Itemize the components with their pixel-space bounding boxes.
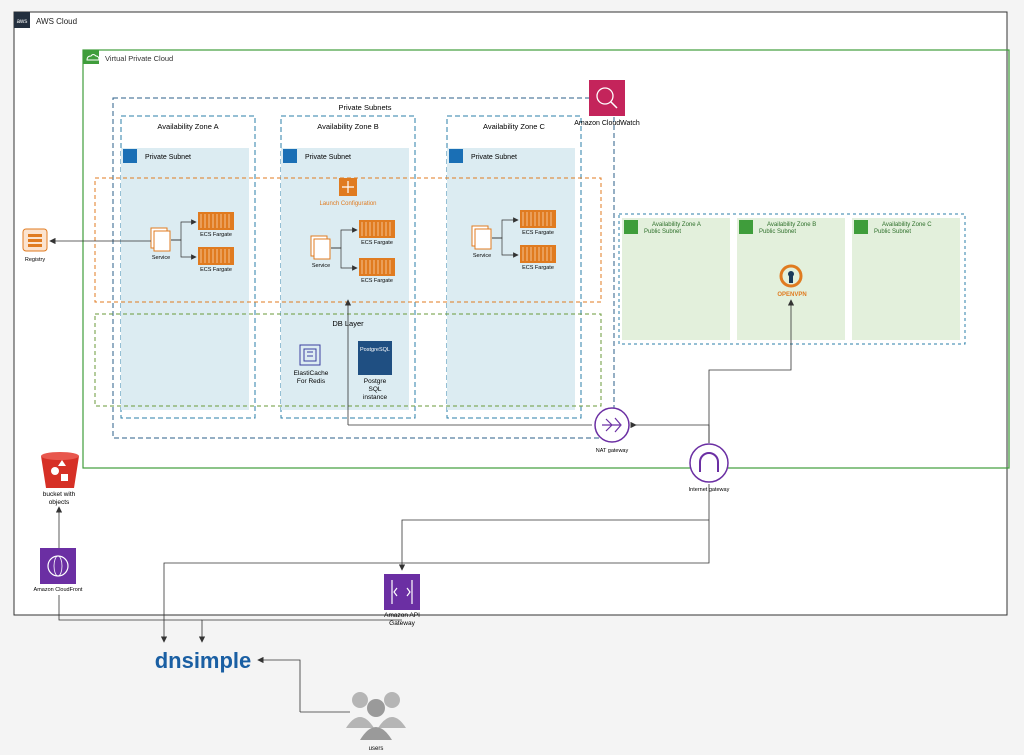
lock-icon: [739, 220, 753, 234]
cloudfront-node[interactable]: Amazon CloudFront: [34, 548, 83, 593]
public-subnet-label: Public Subnet: [644, 229, 681, 235]
dnsimple-logo[interactable]: dnsimple: [155, 648, 252, 673]
lock-icon: [854, 220, 868, 234]
cloudwatch-icon: [589, 80, 625, 116]
service-label: Service: [473, 253, 491, 259]
private-az-0: Availability Zone A Private Subnet: [120, 115, 256, 419]
cloudfront-label: Amazon CloudFront: [34, 587, 83, 593]
vpc-label: Virtual Private Cloud: [105, 54, 173, 63]
users-label: users: [369, 746, 384, 752]
private-subnets-label: Private Subnets: [339, 103, 392, 112]
ecs-label: ECS Fargate: [522, 230, 554, 236]
private-subnet-label: Private Subnet: [305, 154, 351, 161]
service-label: Service: [312, 263, 330, 269]
ecs-fargate-node[interactable]: ECS Fargate: [171, 239, 234, 273]
service-node-1[interactable]: Service: [310, 235, 331, 269]
aws-cloud-label: AWS Cloud: [36, 17, 77, 26]
ecs-label: ECS Fargate: [200, 267, 232, 273]
service-node-0[interactable]: Service: [150, 227, 171, 261]
s3-bucket-node[interactable]: [41, 452, 79, 488]
api-gateway-node[interactable]: [384, 574, 420, 610]
aws-logo: aws: [17, 19, 28, 25]
postgres-icon: [358, 341, 392, 375]
api-gateway-icon: [384, 574, 420, 610]
private-subnets-boundary: [112, 97, 615, 439]
ecs-fargate-node[interactable]: ECS Fargate: [492, 210, 556, 239]
public-subnet-label: Public Subnet: [874, 229, 911, 235]
public-az-title: Availability Zone C: [882, 222, 932, 228]
postgres-node[interactable]: PostgreSQL: [358, 341, 392, 375]
ecs-label: ECS Fargate: [361, 240, 393, 246]
lock-icon: [283, 149, 297, 163]
cloudwatch-node[interactable]: Amazon CloudWatch: [574, 80, 640, 127]
private-az-2: Availability Zone C Private Subnet: [446, 115, 582, 419]
private-subnet-label: Private Subnet: [471, 154, 517, 161]
registry-node[interactable]: Registry: [22, 228, 48, 263]
connectors: [55, 299, 795, 713]
lock-icon: [624, 220, 638, 234]
launch-config-label: Launch Configuration: [319, 201, 376, 207]
openvpn-label: OPENVPN: [777, 292, 806, 298]
az-title: Availability Zone B: [317, 122, 379, 131]
service-node-2[interactable]: Service: [471, 225, 492, 259]
elasticache-node[interactable]: [0, 0, 321, 366]
az-title: Availability Zone A: [157, 122, 218, 131]
ecs-label: ECS Fargate: [361, 278, 393, 284]
nat-gateway-node[interactable]: NAT gateway: [594, 407, 630, 454]
ecs-fargate-node[interactable]: ECS Fargate: [492, 237, 556, 271]
lock-icon: [449, 149, 463, 163]
private-subnet-label: Private Subnet: [145, 154, 191, 161]
lock-icon: [123, 149, 137, 163]
public-subnet-label: Public Subnet: [759, 229, 796, 235]
registry-label: Registry: [25, 257, 45, 263]
postgres-badge: PostgreSQL: [360, 347, 390, 353]
users-node[interactable]: users: [346, 692, 406, 752]
ecs-fargate-node[interactable]: ECS Fargate: [331, 247, 395, 284]
nat-label: NAT gateway: [596, 448, 629, 454]
az-title: Availability Zone C: [483, 122, 546, 131]
public-subnets-boundary: [618, 213, 966, 345]
vpc-group: Virtual Private Cloud: [82, 49, 1010, 469]
cloud-icon: [86, 54, 100, 61]
service-label: Service: [152, 255, 170, 261]
cloudfront-icon: [40, 548, 76, 584]
ecs-label: ECS Fargate: [522, 265, 554, 271]
public-az-title: Availability Zone A: [652, 222, 701, 228]
ecs-label: ECS Fargate: [200, 232, 232, 238]
openvpn-node[interactable]: OPENVPN: [777, 264, 807, 298]
public-az-title: Availability Zone B: [767, 222, 816, 228]
cloudwatch-label: Amazon CloudWatch: [574, 120, 640, 127]
